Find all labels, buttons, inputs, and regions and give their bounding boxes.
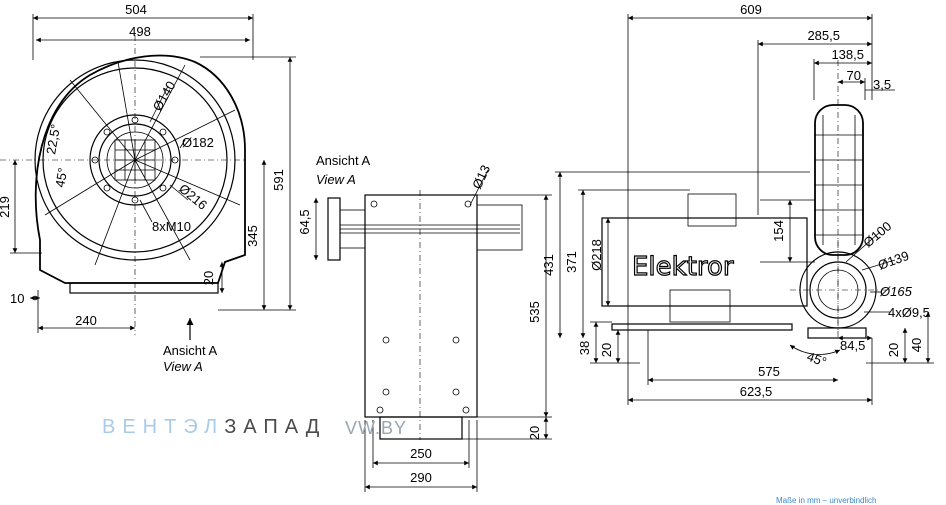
side-view-label: Ansicht A — [316, 153, 371, 168]
impeller-housing — [814, 104, 864, 256]
side-view: Ansicht A View A Ø13 64,5 — [297, 153, 552, 492]
dim-154: 154 — [771, 220, 786, 242]
dim-thread: 8xM10 — [152, 219, 191, 234]
motor-brand-text: Elektror — [632, 252, 734, 282]
housing-outline — [34, 54, 246, 284]
dim-20-side: 20 — [527, 426, 542, 440]
dim-d13: Ø13 — [469, 163, 493, 192]
dim-d140: Ø140 — [150, 78, 179, 113]
dim-504: 504 — [125, 2, 147, 17]
base-plate — [69, 282, 219, 294]
dim-20a: 20 — [599, 343, 614, 357]
dim-290: 290 — [410, 470, 432, 485]
dim-371: 371 — [564, 251, 579, 273]
dim-angle-22: 22,5° — [43, 123, 63, 156]
dim-138-5: 138,5 — [831, 47, 864, 62]
dim-250: 250 — [410, 446, 432, 461]
dim-609: 609 — [740, 2, 762, 17]
dim-20b: 20 — [886, 343, 901, 357]
dim-angle-45: 45° — [52, 167, 70, 189]
dim-84-5: 84,5 — [840, 338, 865, 353]
watermark-part1: ВЕНТЭЛ — [102, 416, 225, 438]
dim-foot-20: 20 — [201, 271, 216, 285]
dim-285-5: 285,5 — [807, 28, 840, 43]
watermark-part2: ЗАПАД — [224, 416, 327, 438]
dim-d218: Ø218 — [589, 239, 604, 271]
dim-offset-10: 10 — [10, 291, 24, 306]
right-view: Elektror 609 285,5 138,5 70 — [541, 2, 934, 405]
dim-d100: Ø100 — [860, 218, 894, 250]
view-a-label-en: View A — [163, 359, 203, 374]
dim-3-5: 3,5 — [873, 77, 891, 92]
dim-d139: Ø139 — [876, 248, 911, 273]
plate-holes — [370, 200, 472, 414]
bolt-holes — [91, 116, 179, 204]
dim-d165: Ø165 — [879, 284, 913, 299]
dim-431: 431 — [541, 254, 556, 276]
watermark-logo: ВЕНТЭЛЗАПАД — [102, 416, 326, 439]
dim-219: 219 — [0, 196, 12, 218]
dim-d216: Ø216 — [176, 181, 210, 213]
dim-angle-45-right: 45° — [805, 349, 829, 370]
dim-498: 498 — [129, 24, 151, 39]
dim-623-5: 623,5 — [740, 384, 773, 399]
side-view-label-en: View A — [316, 172, 356, 187]
dim-holes: 4xØ9,5 — [888, 305, 930, 320]
footnote: Maße in mm – unverbindlich — [776, 496, 877, 505]
dim-591: 591 — [271, 169, 286, 191]
dim-345: 345 — [245, 225, 260, 247]
mounting-plate — [364, 194, 478, 418]
dim-64-5: 64,5 — [297, 209, 312, 234]
dim-70: 70 — [847, 68, 861, 83]
dim-40: 40 — [909, 338, 924, 352]
dim-240: 240 — [75, 313, 97, 328]
dim-38: 38 — [577, 341, 592, 355]
housing-ribs — [44, 61, 241, 266]
dim-535: 535 — [527, 301, 542, 323]
dim-575: 575 — [758, 364, 780, 379]
inlet-assembly — [327, 197, 523, 261]
front-view: 504 498 591 345 219 Ø140 Ø182 Ø216 8xM10… — [0, 2, 296, 374]
watermark-site: VW.BY — [345, 418, 408, 438]
dim-d182: Ø182 — [182, 135, 214, 150]
view-a-label: Ansicht A — [163, 343, 218, 358]
